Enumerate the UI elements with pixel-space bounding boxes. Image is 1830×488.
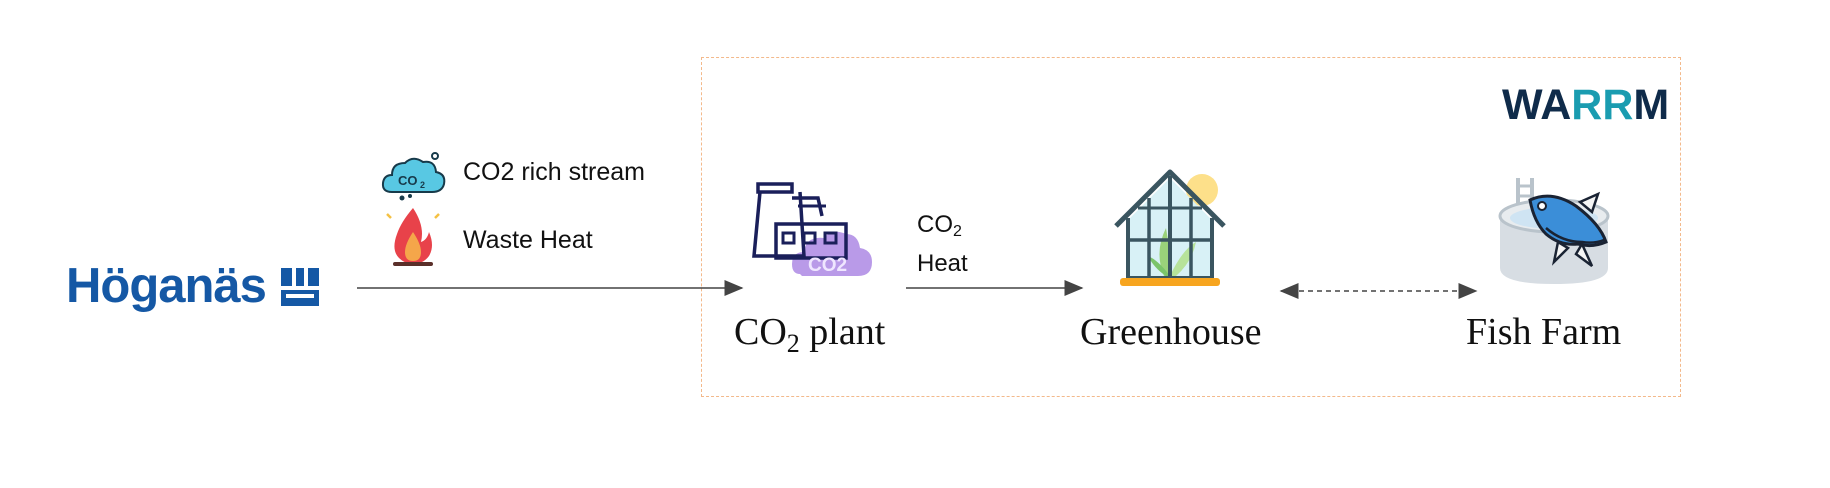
- node-label-co2-plant-rest: plant: [799, 311, 886, 353]
- node-label-greenhouse: Greenhouse: [1080, 311, 1262, 353]
- node-label-co2-plant-sub: 2: [786, 329, 800, 358]
- node-label-fish-farm: Fish Farm: [1466, 311, 1622, 353]
- edge-label-co2-heat: CO2 Heat: [917, 209, 968, 280]
- warm-system-boundary: [701, 57, 1681, 397]
- warm-logo-suffix: M: [1633, 81, 1670, 129]
- factory-co2-icon: CO2: [752, 182, 872, 276]
- warm-logo-prefix: WA: [1502, 81, 1572, 129]
- input-label-co2: CO2 rich stream: [463, 158, 645, 186]
- hoganas-mark-icon: [281, 268, 319, 306]
- factory-co2-icon-text: CO2: [808, 255, 847, 276]
- input-label-waste-heat: Waste Heat: [463, 226, 593, 254]
- co2-cloud-icon: CO 2: [381, 152, 446, 201]
- edge-label-line1: CO2: [917, 211, 962, 240]
- greenhouse-icon: [1114, 169, 1226, 286]
- node-label-co2-plant: CO2 plant: [734, 310, 885, 359]
- svg-text:2: 2: [420, 180, 425, 190]
- flame-icon: [386, 208, 440, 266]
- hoganas-logo-text: Höganäs: [66, 259, 267, 313]
- warm-logo-rr: RR: [1571, 81, 1634, 129]
- svg-text:CO: CO: [398, 173, 418, 188]
- warm-logo: WARRM: [1502, 84, 1669, 127]
- hoganas-logo: Höganäs: [66, 259, 319, 313]
- fish-tank-icon: [1498, 178, 1610, 284]
- node-label-co2-plant-main: CO: [734, 311, 787, 353]
- edge-label-line2: Heat: [917, 250, 968, 277]
